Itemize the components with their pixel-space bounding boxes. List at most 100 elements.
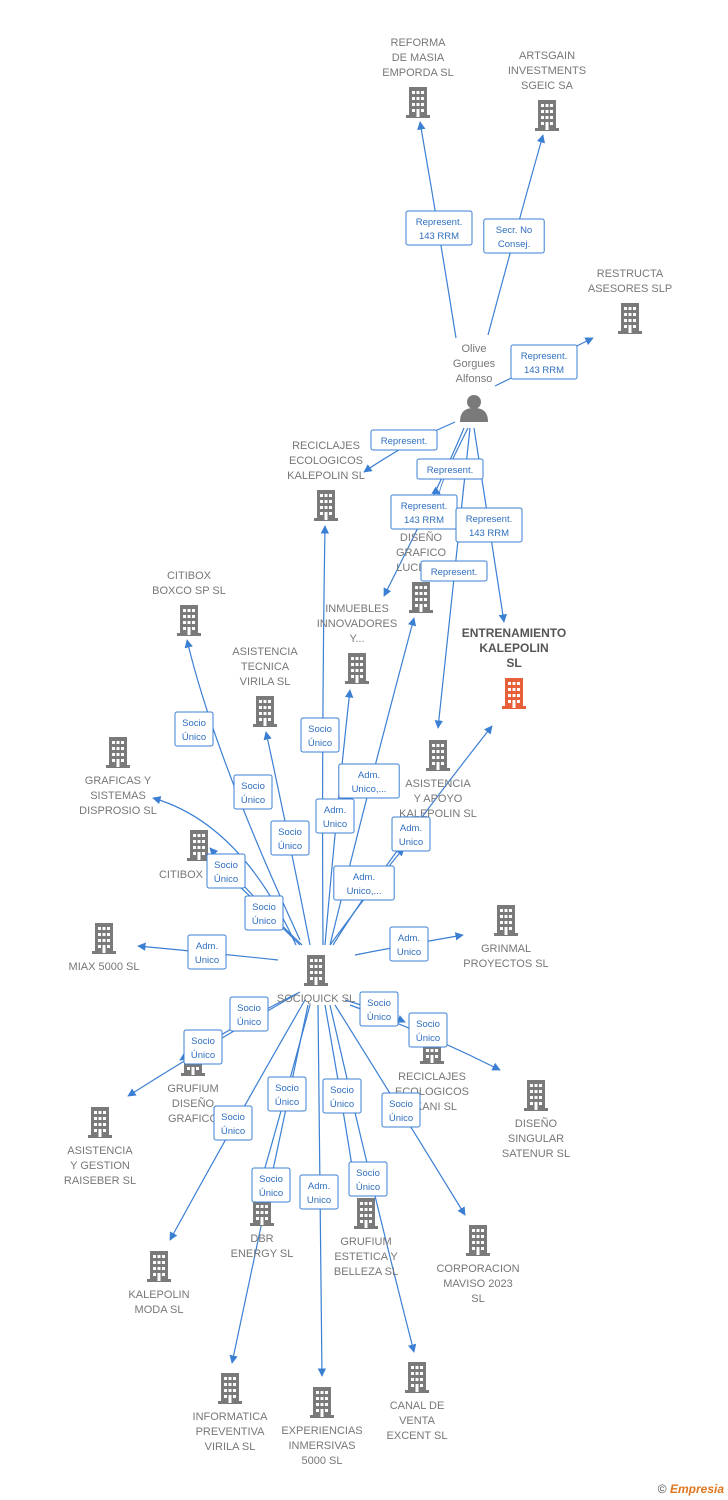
node-label: ARTSGAIN	[519, 50, 575, 62]
node-label: DBR	[250, 1233, 273, 1245]
edge-label[interactable]: Represent.143 RRM	[390, 494, 458, 530]
building-icon	[253, 696, 277, 727]
node-citibox[interactable]: CITIBOX	[159, 830, 211, 881]
edge-label[interactable]: Represent.	[370, 429, 438, 451]
node-label: Y APOYO	[414, 793, 463, 805]
edge-label[interactable]: Adm.Unico	[315, 798, 355, 834]
edge-label-box	[244, 895, 284, 931]
node-label: RECICLAJES	[292, 440, 360, 452]
edge-label-text: 143 RRM	[469, 528, 509, 539]
node-label: ASESORES SLP	[588, 283, 672, 295]
edge-label[interactable]: Represent.143 RRM	[510, 344, 578, 380]
node-miax[interactable]: MIAX 5000 SL	[69, 923, 140, 973]
edge-label-text: Unico	[323, 819, 347, 830]
node-label: Y GESTION	[70, 1160, 130, 1172]
edge-label[interactable]: Represent.	[416, 458, 484, 480]
edge-label-text: Socio	[389, 1099, 413, 1110]
edge-label[interactable]: Adm.Unico,...	[333, 865, 395, 901]
node-label: SGEIC SA	[521, 80, 574, 92]
edge-label[interactable]: Represent.	[420, 560, 488, 582]
node-label: RECICLAJES	[398, 1071, 466, 1083]
edge-label-text: Adm.	[353, 872, 375, 883]
brand-logo: Empresia	[669, 1482, 724, 1496]
copyright-symbol: ©	[657, 1482, 667, 1496]
node-label: EXPERIENCIAS	[281, 1425, 362, 1437]
edge-sociquick-to-citibox_boxco	[184, 639, 301, 941]
edge-label-box	[510, 344, 578, 380]
edge-label-text: Consej.	[498, 239, 530, 250]
node-label: GRINMAL	[481, 943, 531, 955]
edge-label-text: Unico	[307, 1195, 331, 1206]
building-icon	[345, 653, 369, 684]
edge-label-box	[420, 560, 488, 582]
edge-label[interactable]: Adm.Unico	[391, 816, 431, 852]
edge-label-text: Represent.	[521, 351, 567, 362]
edge-label[interactable]: Represent.143 RRM	[405, 210, 473, 246]
edge-label[interactable]: Adm.Unico	[187, 934, 227, 970]
edge-label-text: Socio	[259, 1174, 283, 1185]
node-inmuebles[interactable]: INMUEBLESINNOVADORESY...	[317, 603, 397, 684]
building-icon	[409, 582, 433, 613]
node-sociquick[interactable]: SOCIQUICK SL	[277, 955, 355, 1005]
footer-credit[interactable]: © Empresia	[658, 1482, 724, 1496]
edge-label-box	[299, 1174, 339, 1210]
node-label: SISTEMAS	[90, 790, 146, 802]
edge-label-text: Socio	[275, 1083, 299, 1094]
edge-label-box	[333, 865, 395, 901]
edge-label-box	[315, 798, 355, 834]
edge-label[interactable]: Adm.Unico	[299, 1174, 339, 1210]
edge-label-text: Único	[275, 1097, 299, 1108]
node-label: SATENUR SL	[502, 1148, 570, 1160]
edge-label[interactable]: Adm.Unico	[389, 926, 429, 962]
building-icon	[218, 1373, 242, 1404]
node-label: BELLEZA SL	[334, 1266, 398, 1278]
edge-label[interactable]: Adm.Unico,...	[338, 763, 400, 799]
node-restructa[interactable]: RESTRUCTA ASESORES SLP	[588, 268, 672, 334]
edge-label-text: Represent.	[401, 501, 447, 512]
building-icon	[92, 923, 116, 954]
node-label: REFORMA	[391, 37, 447, 49]
node-label: RESTRUCTA	[597, 268, 664, 280]
edge-label[interactable]: Represent.143 RRM	[455, 507, 523, 543]
edge-label-text: Único	[330, 1099, 354, 1110]
